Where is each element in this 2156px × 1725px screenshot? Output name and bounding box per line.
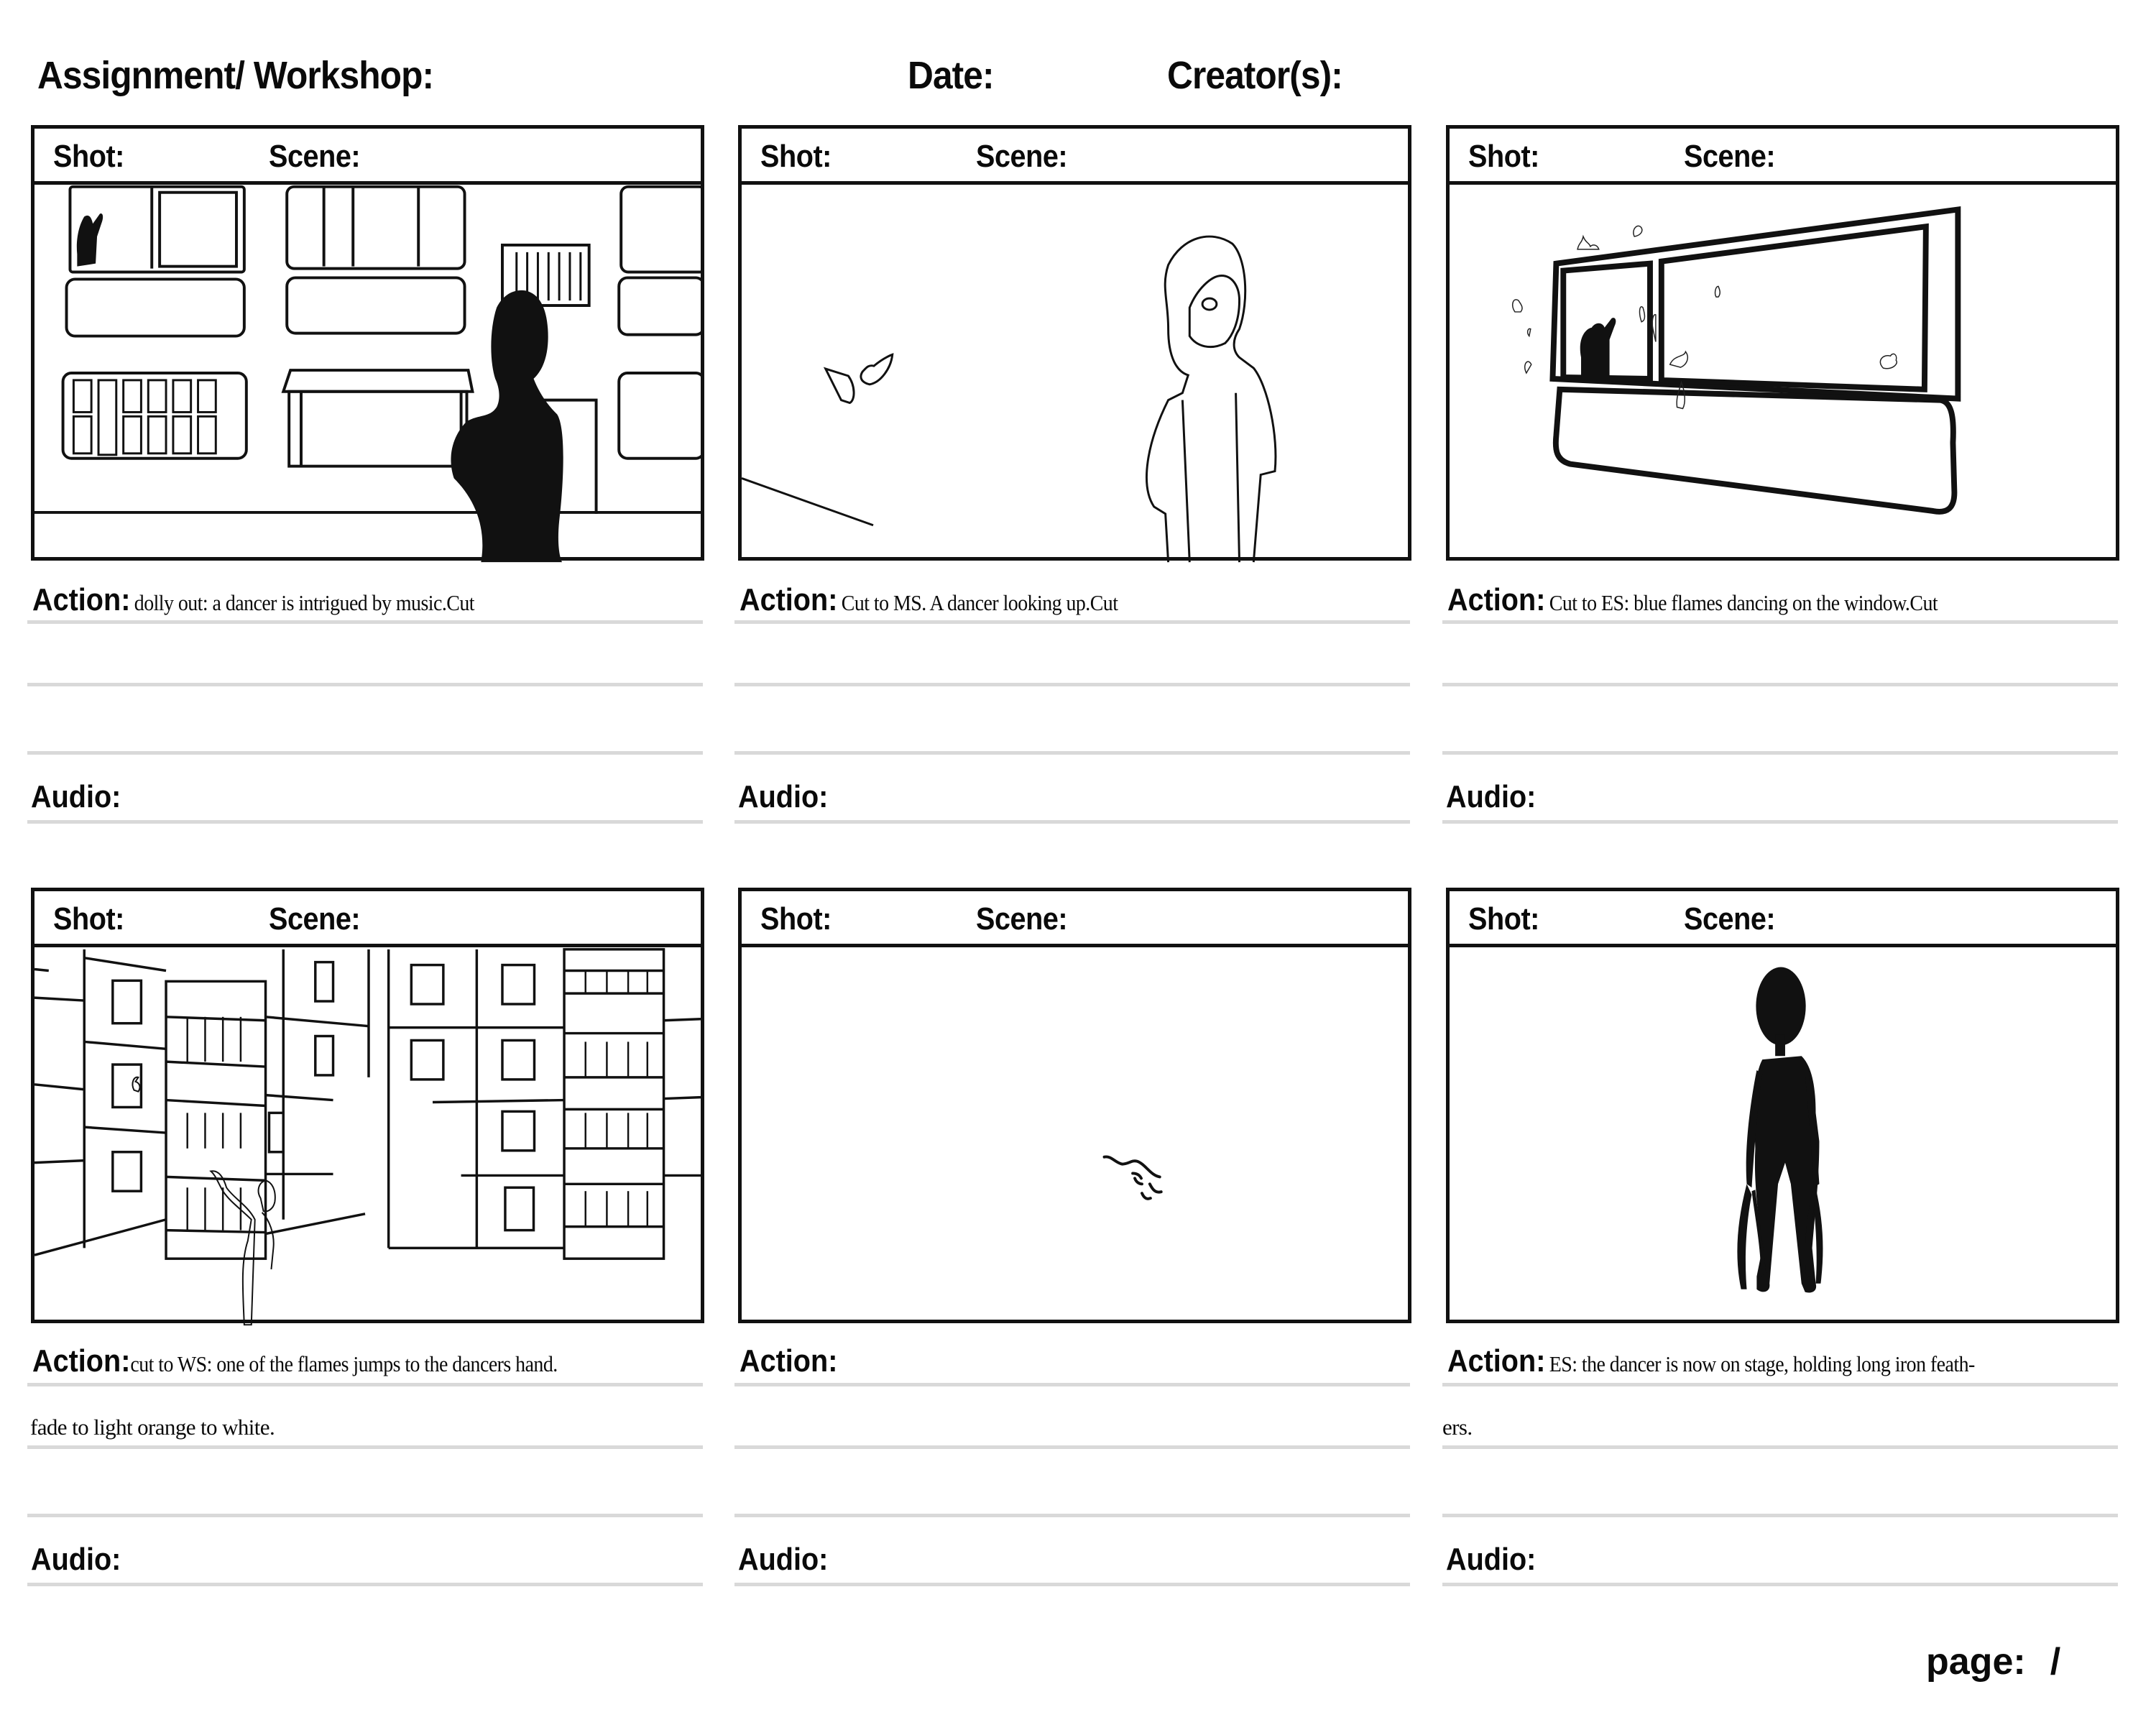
scene-label: Scene:	[976, 901, 1068, 937]
panel-illustration	[34, 185, 701, 564]
audio-line	[734, 820, 1410, 824]
audio-label: Audio:	[31, 779, 121, 814]
action-line-3	[734, 1514, 1410, 1517]
panel-frame: Shot: Scene:	[31, 888, 704, 1326]
page-separator: /	[2050, 1641, 2061, 1683]
action-text[interactable]: Cut to ES: blue flames dancing on the wi…	[1549, 590, 1938, 615]
action-line-1	[27, 1383, 703, 1386]
apartment-facade-illustration	[34, 185, 701, 563]
action-label: Action:	[1447, 1343, 1546, 1379]
wind-strokes-illustration	[1102, 1155, 1163, 1200]
action-row: Action:Cut to MS. A dancer looking up.Cu…	[740, 582, 1118, 618]
audio-line	[1442, 1583, 2118, 1586]
panel-illustration	[742, 185, 1408, 564]
action-line-1	[734, 620, 1410, 624]
scene-label: Scene:	[1684, 901, 1776, 937]
action-text[interactable]: dolly out: a dancer is intrigued by musi…	[134, 590, 475, 615]
scene-label: Scene:	[1684, 139, 1776, 174]
shot-label: Shot:	[1468, 901, 1539, 937]
action-row: Action:ES: the dancer is now on stage, h…	[1447, 1343, 1975, 1379]
audio-label: Audio:	[31, 1542, 121, 1577]
action-row: Action:dolly out: a dancer is intrigued …	[32, 582, 474, 618]
shot-label: Shot:	[760, 139, 831, 174]
audio-label: Audio:	[1446, 779, 1537, 814]
window-with-flames-illustration	[1511, 206, 1961, 515]
action-line-2	[27, 683, 703, 686]
panel-illustration	[34, 947, 701, 1327]
panel-frame: Shot: Scene:	[1446, 888, 2119, 1323]
panel-header: Shot: Scene:	[1450, 129, 2116, 185]
date-label: Date:	[908, 54, 995, 97]
action-text[interactable]: ES: the dancer is now on stage, holding …	[1549, 1351, 1976, 1376]
panel-header: Shot: Scene:	[34, 129, 701, 185]
action-line-2	[734, 1445, 1410, 1449]
dancer-with-backpack-illustration	[742, 235, 1277, 563]
action-line-3	[734, 751, 1410, 755]
scene-label: Scene:	[976, 139, 1068, 174]
action-label: Action:	[740, 1343, 838, 1379]
action-line-2	[1442, 683, 2118, 686]
shot-label: Shot:	[760, 901, 831, 937]
panel-header: Shot: Scene:	[742, 891, 1408, 947]
action-line-3	[27, 1514, 703, 1517]
action-line-1	[1442, 1383, 2118, 1386]
action-line-2	[734, 683, 1410, 686]
audio-line	[27, 820, 703, 824]
audio-label: Audio:	[1446, 1542, 1537, 1577]
panel-frame: Shot: Scene:	[738, 888, 1411, 1323]
page-label: page:	[1926, 1641, 2026, 1683]
shot-label: Shot:	[1468, 139, 1539, 174]
action-line-2	[1442, 1445, 2118, 1449]
scene-label: Scene:	[269, 901, 361, 937]
action-text-continued[interactable]: fade to light orange to white.	[30, 1414, 275, 1440]
panel-frame: Shot: Scene:	[31, 125, 704, 564]
action-line-3	[1442, 751, 2118, 755]
scene-label: Scene:	[269, 139, 361, 174]
panel-illustration	[1450, 185, 2116, 564]
creators-label: Creator(s):	[1167, 54, 1343, 97]
action-text[interactable]: Cut to MS. A dancer looking up.Cut	[841, 590, 1118, 615]
panel-frame: Shot: Scene:	[738, 125, 1411, 564]
panel-header: Shot: Scene:	[34, 891, 701, 947]
audio-label: Audio:	[738, 779, 829, 814]
action-line-2	[27, 1445, 703, 1449]
action-line-3	[1442, 1514, 2118, 1517]
panel-illustration	[742, 947, 1408, 1327]
shot-label: Shot:	[53, 139, 124, 174]
action-row: Action:	[740, 1343, 842, 1379]
panel-header: Shot: Scene:	[1450, 891, 2116, 947]
action-label: Action:	[1447, 582, 1546, 617]
action-text[interactable]: cut to WS: one of the flames jumps to th…	[130, 1351, 558, 1376]
audio-line	[27, 1583, 703, 1586]
panel-illustration	[1450, 947, 2116, 1327]
action-line-1	[27, 620, 703, 624]
action-line-3	[27, 751, 703, 755]
action-row: Action:Cut to ES: blue flames dancing on…	[1447, 582, 1938, 618]
shot-label: Shot:	[53, 901, 124, 937]
panel-header: Shot: Scene:	[742, 129, 1408, 185]
action-line-1	[734, 1383, 1410, 1386]
dancer-iron-feathers-illustration	[1737, 967, 1823, 1293]
action-line-1	[1442, 620, 2118, 624]
audio-line	[734, 1583, 1410, 1586]
action-label: Action:	[32, 1343, 131, 1379]
action-label: Action:	[32, 582, 131, 617]
action-row: Action:cut to WS: one of the flames jump…	[32, 1343, 558, 1379]
action-text-continued[interactable]: ers.	[1442, 1414, 1473, 1440]
courtyard-buildings-illustration	[34, 948, 701, 1326]
assignment-workshop-label: Assignment/ Workshop:	[37, 54, 434, 97]
audio-line	[1442, 820, 2118, 824]
page-number: page: /	[1926, 1640, 2060, 1683]
audio-label: Audio:	[738, 1542, 829, 1577]
panel-frame: Shot: Scene:	[1446, 125, 2119, 561]
action-label: Action:	[740, 582, 838, 617]
